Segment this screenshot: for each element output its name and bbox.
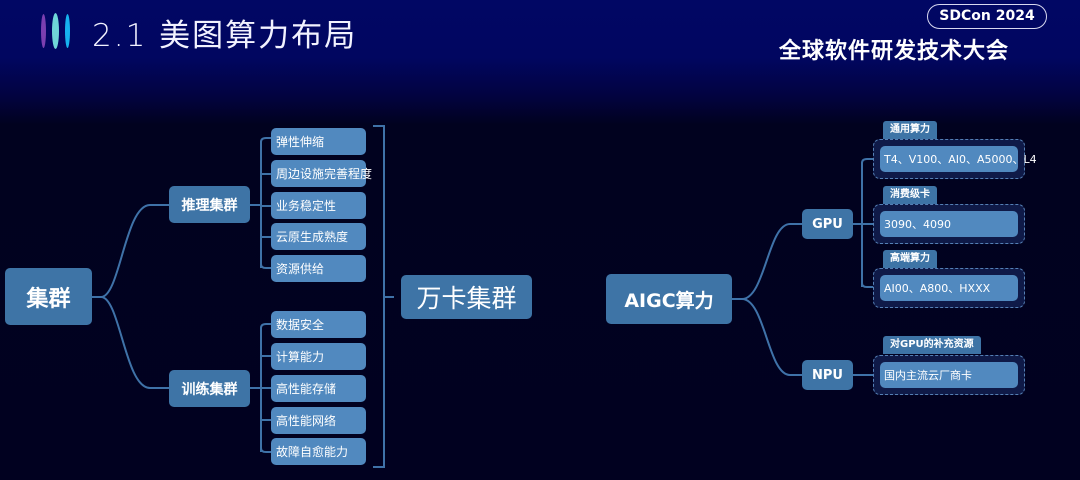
root-node-label: AIGC算力 bbox=[624, 289, 714, 312]
leaf-label: 业务稳定性 bbox=[276, 199, 337, 213]
logo-bar-purple-icon bbox=[41, 14, 46, 48]
page-title: 2.1 美图算力布局 bbox=[92, 18, 358, 54]
leaf-label: 周边设施完善程度 bbox=[276, 167, 373, 181]
leaf-label: 云原生成熟度 bbox=[276, 230, 349, 244]
logo-bar-blue-icon bbox=[65, 14, 70, 48]
branch-label: NPU bbox=[812, 367, 843, 383]
leaf-node: 数据安全 bbox=[271, 311, 366, 338]
root-node-aigc-compute: AIGC算力 bbox=[606, 274, 732, 324]
leaf-label: 高性能存储 bbox=[276, 382, 337, 396]
root-node-cluster: 集群 bbox=[5, 268, 92, 325]
root-node-label: 集群 bbox=[26, 286, 71, 312]
leaf-label: 计算能力 bbox=[276, 350, 325, 364]
leaf-node: 高性能存储 bbox=[271, 375, 366, 402]
leaf-node: 资源供给 bbox=[271, 255, 366, 282]
group-tag-high-end-compute: 高端算力 bbox=[883, 250, 937, 268]
logo-bar-teal-icon bbox=[52, 13, 59, 49]
leaf-label: 高性能网络 bbox=[276, 414, 337, 428]
leaf-node: 云原生成熟度 bbox=[271, 223, 366, 250]
group-content: AI00、A800、HXXX bbox=[880, 275, 1018, 301]
group-general-compute: T4、V100、AI0、A5000、L4 bbox=[873, 139, 1037, 179]
group-high-end-compute: AI00、A800、HXXX bbox=[873, 268, 1025, 308]
branch-node-npu: NPU bbox=[802, 360, 853, 390]
branch-label: 训练集群 bbox=[181, 381, 238, 398]
branch-label: GPU bbox=[812, 216, 843, 232]
leaf-label: 弹性伸缩 bbox=[276, 135, 325, 149]
group-tag-consumer-card: 消费级卡 bbox=[883, 186, 937, 204]
conference-name: 全球软件研发技术大会 bbox=[779, 39, 1010, 64]
leaf-node: 故障自愈能力 bbox=[271, 438, 366, 465]
summary-label: 万卡集群 bbox=[416, 284, 517, 313]
conference-badge: SDCon 2024 bbox=[927, 4, 1047, 29]
group-consumer-card: 3090、4090 bbox=[873, 204, 1025, 244]
branch-node-training-cluster: 训练集群 bbox=[169, 370, 250, 407]
leaf-node: 计算能力 bbox=[271, 343, 366, 370]
leaf-node: 周边设施完善程度 bbox=[271, 160, 372, 187]
group-tag-general-compute: 通用算力 bbox=[883, 121, 937, 139]
group-content: 国内主流云厂商卡 bbox=[880, 362, 1018, 388]
group-content: T4、V100、AI0、A5000、L4 bbox=[880, 146, 1037, 172]
branch-node-inference-cluster: 推理集群 bbox=[169, 186, 250, 223]
leaf-node: 业务稳定性 bbox=[271, 192, 366, 219]
branch-label: 推理集群 bbox=[181, 197, 238, 214]
group-gpu-supplement: 国内主流云厂商卡 bbox=[873, 355, 1025, 395]
group-content: 3090、4090 bbox=[880, 211, 1018, 237]
leaf-node: 高性能网络 bbox=[271, 407, 366, 434]
branch-node-gpu: GPU bbox=[802, 209, 853, 239]
leaf-label: 故障自愈能力 bbox=[276, 445, 349, 459]
summary-node-10k-card-cluster: 万卡集群 bbox=[401, 275, 532, 319]
leaf-node: 弹性伸缩 bbox=[271, 128, 366, 155]
leaf-label: 资源供给 bbox=[276, 262, 325, 276]
group-tag-gpu-supplement: 对GPU的补充资源 bbox=[883, 336, 981, 354]
leaf-label: 数据安全 bbox=[276, 318, 325, 332]
